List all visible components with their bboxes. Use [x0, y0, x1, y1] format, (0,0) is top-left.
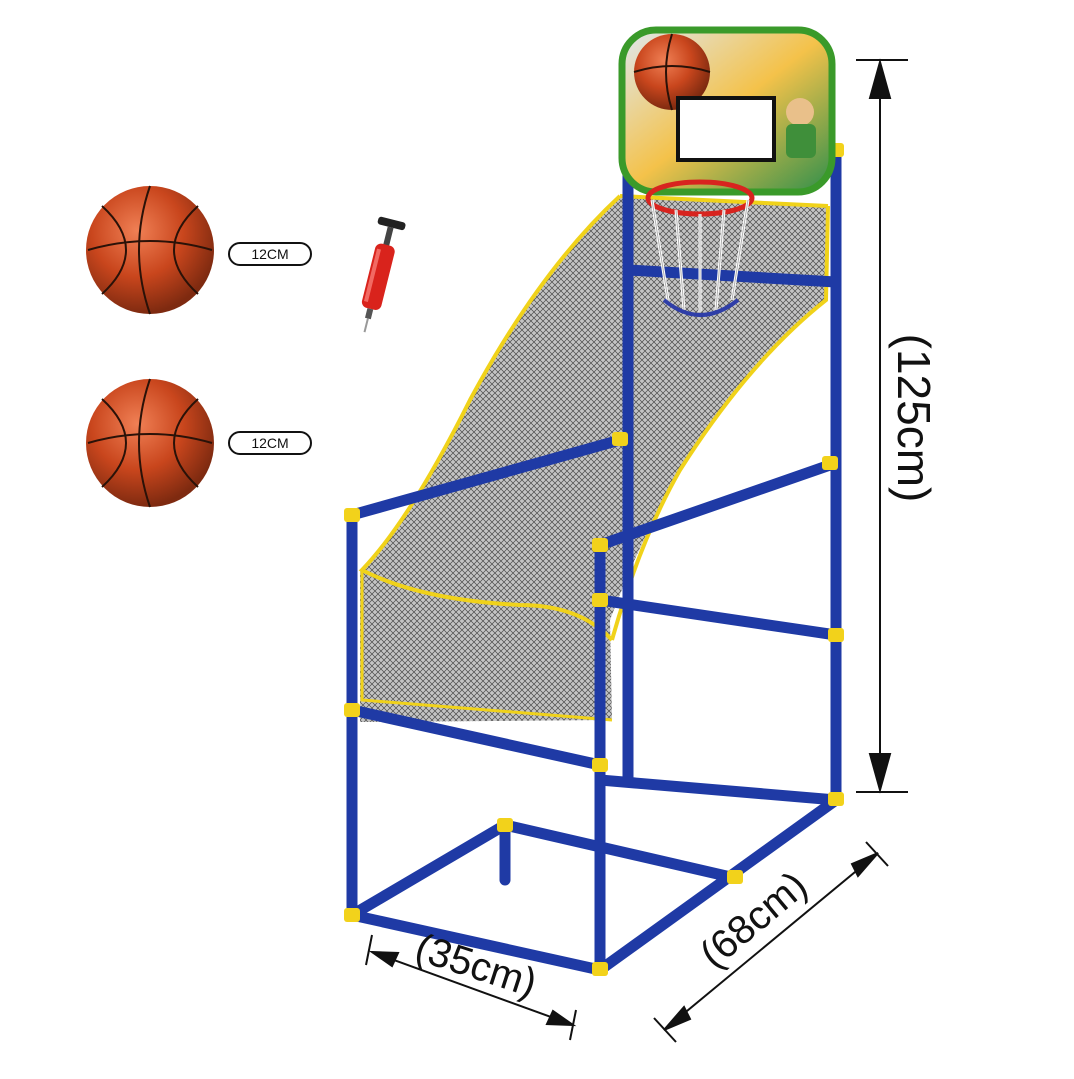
ball-size-badge: 12CM — [228, 431, 312, 455]
ball-size-badge: 12CM — [228, 242, 312, 266]
height-label: (125cm) — [888, 334, 940, 503]
backboard — [618, 26, 836, 196]
dimension-arrow-icon — [653, 841, 889, 1043]
basketball-icon — [86, 378, 214, 508]
basketball-icon — [86, 185, 214, 315]
dimension-arrow-icon — [856, 58, 908, 794]
dimension-arrow-icon — [365, 934, 577, 1041]
basketball-hoop — [645, 179, 755, 317]
hand-pump-icon — [361, 216, 406, 333]
